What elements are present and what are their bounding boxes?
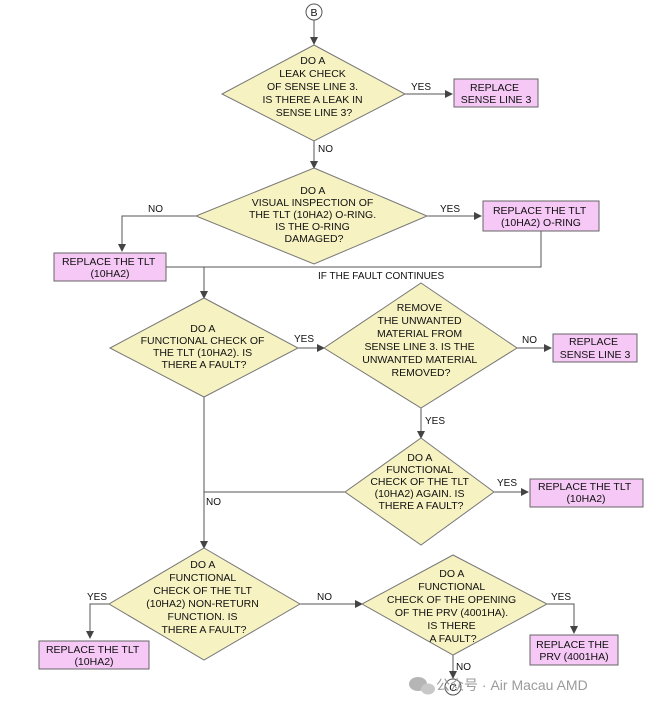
flow-line [86, 603, 109, 639]
action-replace-tlt-1: REPLACE THE TLT (10HA2) [53, 252, 167, 282]
svg-text:REPLACE THE TLT (10HA2): REPLACE THE TLT (10HA2) [62, 256, 158, 280]
flow-line [204, 231, 542, 268]
no-label: NO [456, 662, 471, 673]
connector-b: B [305, 3, 323, 21]
if-fault-continues-label: IF THE FAULT CONTINUES [318, 271, 444, 282]
yes-label: YES [440, 204, 460, 215]
action-replace-oring: REPLACE THE TLT (10HA2) O-RING [482, 200, 600, 232]
decision-tlt-functional-check: DO A FUNCTIONAL CHECK OF THE TLT (10HA2)… [108, 297, 300, 398]
flow-line [547, 603, 578, 634]
decision-non-return-check-text: DO A FUNCTIONAL CHECK OF THE TLT (10HA2)… [146, 559, 262, 636]
no-label: NO [522, 335, 537, 346]
decision-oring-inspection: DO A VISUAL INSPECTION OF THE TLT (10HA2… [194, 167, 429, 265]
flow-line [118, 215, 196, 252]
decision-leak-check: DO A LEAK CHECK OF SENSE LINE 3. IS THER… [220, 44, 407, 142]
decision-leak-check-text: DO A LEAK CHECK OF SENSE LINE 3. IS THER… [262, 55, 365, 119]
action-replace-tlt-2: REPLACE THE TLT (10HA2) [529, 478, 644, 508]
watermark-text: 公众号 · Air Macau AMD [436, 677, 588, 693]
svg-text:REPLACE THE TLT (10HA2): REPLACE THE TLT (10HA2) [538, 481, 634, 505]
svg-text:REPLACE SENSE LINE 3: REPLACE SENSE LINE 3 [461, 82, 532, 106]
no-label: NO [317, 592, 332, 603]
decision-tlt-functional-check-text: DO A FUNCTIONAL CHECK OF THE TLT (10HA2)… [141, 323, 268, 371]
decision-oring-inspection-text: DO A VISUAL INSPECTION OF THE TLT (10HA2… [249, 185, 379, 245]
decision-non-return-check: DO A FUNCTIONAL CHECK OF THE TLT (10HA2)… [108, 547, 301, 661]
svg-text:REPLACE THE TLT (10HA2): REPLACE THE TLT (10HA2) O-RING [493, 205, 589, 229]
wechat-icon [409, 677, 435, 695]
yes-label: YES [425, 416, 445, 427]
yes-label: YES [411, 82, 431, 93]
decision-tlt-check-again: DO A FUNCTIONAL CHECK OF THE TLT (10HA2)… [344, 437, 495, 546]
action-replace-tlt-3: REPLACE THE TLT (10HA2) [38, 640, 150, 670]
no-label: NO [148, 204, 163, 215]
action-replace-sense-line-2: REPLACE SENSE LINE 3 [552, 333, 638, 363]
watermark: 公众号 · Air Macau AMD [409, 677, 588, 695]
svg-text:REPLACE THE TLT (10HA2): REPLACE THE TLT (10HA2) [46, 644, 142, 668]
no-label: NO [318, 144, 333, 155]
svg-text:REPLACE THE PRV (4001HA): REPLACE THE PRV (4001HA) [536, 639, 612, 663]
decision-remove-material-text: REMOVE THE UNWANTED MATERIAL FROM SENSE … [362, 302, 479, 379]
decision-tlt-check-again-text: DO A FUNCTIONAL CHECK OF THE TLT (10HA2)… [370, 452, 471, 512]
connector-c-label: C [449, 682, 457, 694]
decision-prv-opening-check: DO A FUNCTIONAL CHECK OF THE OPENING OF … [360, 554, 549, 656]
yes-label: YES [294, 334, 314, 345]
decision-prv-opening-check-text: DO A FUNCTIONAL CHECK OF THE OPENING OF … [387, 568, 519, 645]
connector-c: C [444, 678, 462, 696]
yes-label: YES [497, 478, 517, 489]
yes-label: YES [551, 592, 571, 603]
action-replace-prv: REPLACE THE PRV (4001HA) [529, 634, 619, 666]
action-replace-sense-line-1: REPLACE SENSE LINE 3 [453, 78, 539, 108]
connector-b-label: B [310, 7, 317, 19]
no-label: NO [206, 497, 221, 508]
decision-remove-material: REMOVE THE UNWANTED MATERIAL FROM SENSE … [323, 282, 518, 409]
svg-text:REPLACE SENSE LINE 3: REPLACE SENSE LINE 3 [560, 336, 631, 361]
yes-label: YES [87, 592, 107, 603]
